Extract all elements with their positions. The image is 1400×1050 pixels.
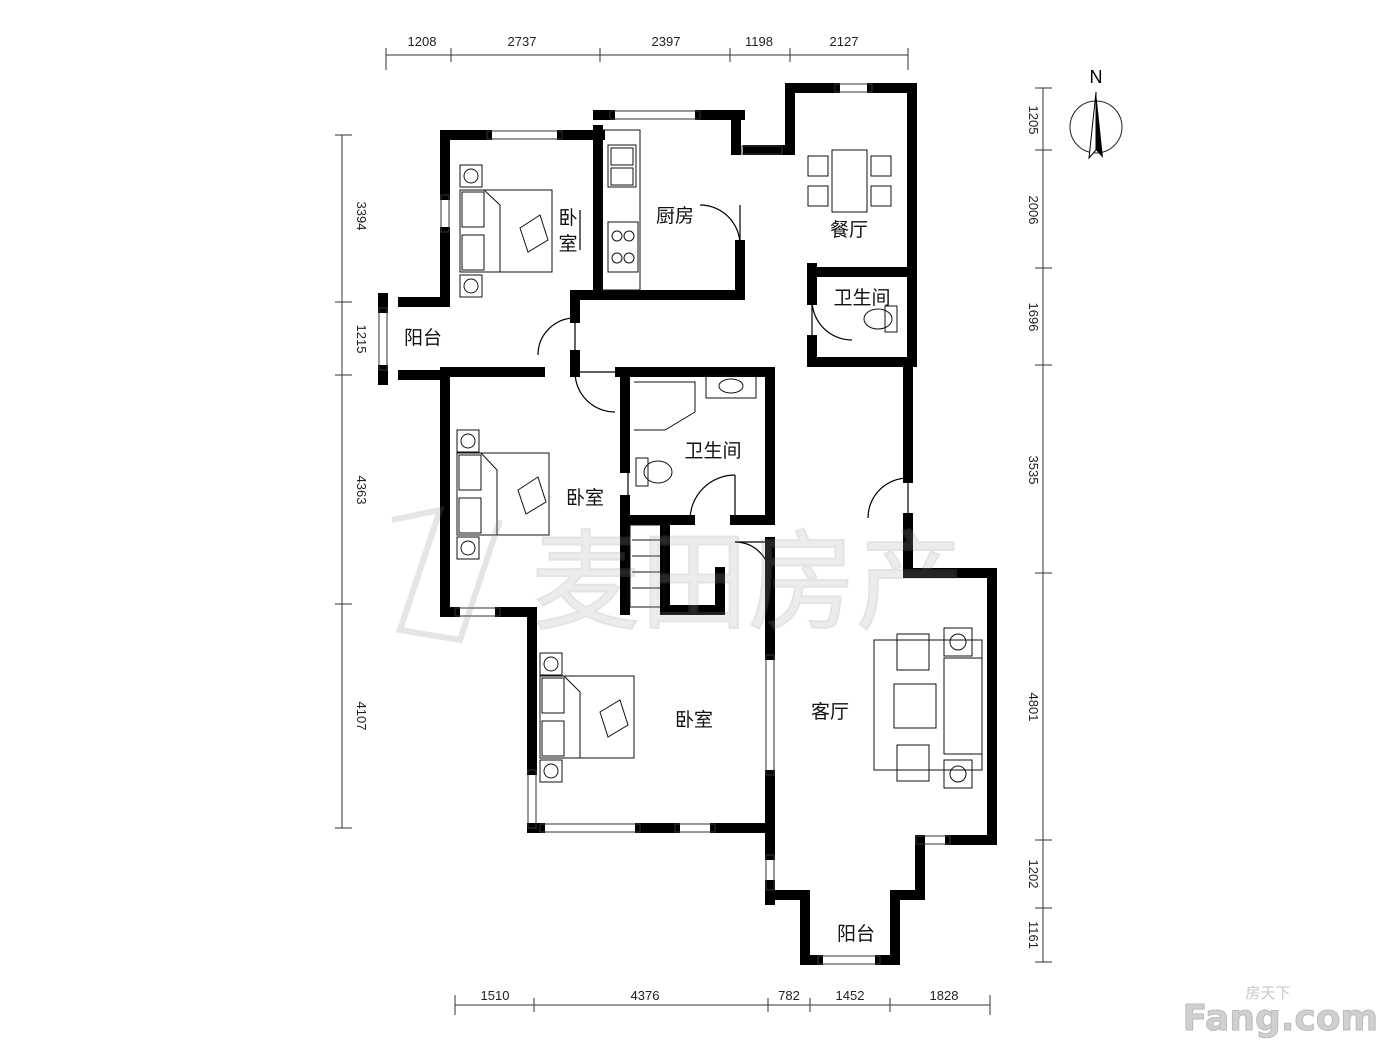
bath-main-fixtures bbox=[629, 375, 757, 608]
room-label-balcony-left: 阳台 bbox=[404, 327, 442, 349]
room-label-bedroom-top-2: 室 bbox=[558, 233, 577, 255]
watermark: 麦田房产 bbox=[391, 505, 965, 647]
watermark-text: 麦田房产 bbox=[532, 521, 964, 646]
dimension-labels-top: 1208 2737 2397 1198 2127 bbox=[408, 34, 859, 49]
doors bbox=[537, 204, 909, 576]
room-label-kitchen: 厨房 bbox=[656, 205, 694, 227]
dim-right-7: 1161 bbox=[1026, 921, 1041, 949]
dim-left-1: 3394 bbox=[354, 202, 369, 231]
toilet-small bbox=[863, 305, 898, 333]
dim-left-3: 4363 bbox=[354, 476, 369, 505]
walls bbox=[378, 83, 997, 965]
dim-bottom-4: 1452 bbox=[836, 988, 865, 1003]
dimension-lines bbox=[335, 48, 1052, 1015]
dining-table bbox=[807, 149, 892, 213]
bed-middle bbox=[456, 429, 550, 560]
room-label-bath-small: 卫生间 bbox=[833, 287, 890, 309]
fang-logo-cn: 房天下 bbox=[1245, 984, 1290, 1002]
room-labels: 卧 室 厨房 餐厅 卫生间 阳台 卫生间 卧室 卧室 客厅 阳台 bbox=[404, 205, 891, 945]
room-label-bedroom-mid: 卧室 bbox=[566, 487, 604, 509]
dim-right-2: 2006 bbox=[1026, 196, 1041, 225]
dim-top-5: 2127 bbox=[830, 34, 859, 49]
living-sofa-set bbox=[873, 627, 983, 789]
dim-left-4: 4107 bbox=[354, 702, 369, 731]
bed-top-left bbox=[459, 164, 553, 298]
dim-right-6: 1202 bbox=[1026, 860, 1041, 889]
dim-right-4: 3535 bbox=[1026, 456, 1041, 485]
room-label-balcony-bottom: 阳台 bbox=[837, 923, 875, 945]
dimension-labels-bottom: 1510 4376 782 1452 1828 bbox=[481, 988, 959, 1003]
dim-bottom-5: 1828 bbox=[930, 988, 959, 1003]
room-label-living: 客厅 bbox=[811, 701, 849, 723]
room-label-bedroom-top-1: 卧 bbox=[558, 207, 577, 229]
dim-left-2: 1215 bbox=[354, 325, 369, 354]
dim-top-4: 1198 bbox=[745, 34, 773, 49]
windows bbox=[378, 83, 951, 965]
dimension-labels-right: 1205 2006 1696 3535 4801 1202 1161 bbox=[1026, 106, 1041, 949]
compass-icon: N bbox=[1069, 67, 1123, 160]
room-label-dining: 餐厅 bbox=[830, 219, 868, 241]
room-label-bedroom-bottom: 卧室 bbox=[675, 709, 713, 731]
dimension-labels-left: 3394 1215 4363 4107 bbox=[354, 202, 369, 731]
dim-top-1: 1208 bbox=[408, 34, 437, 49]
dim-top-3: 2397 bbox=[652, 34, 681, 49]
dim-top-2: 2737 bbox=[508, 34, 537, 49]
dim-right-3: 1696 bbox=[1026, 303, 1041, 332]
fang-logo-brand: Fang.com bbox=[1183, 998, 1378, 1039]
dim-right-5: 4801 bbox=[1026, 693, 1041, 722]
fang-logo: 房天下 Fang.com bbox=[1182, 984, 1378, 1040]
bed-bottom bbox=[539, 652, 635, 783]
dim-bottom-2: 4376 bbox=[631, 988, 660, 1003]
dim-right-1: 1205 bbox=[1026, 106, 1041, 135]
dim-bottom-3: 782 bbox=[778, 988, 800, 1003]
dim-bottom-1: 1510 bbox=[481, 988, 510, 1003]
compass-north-label: N bbox=[1090, 67, 1103, 87]
kitchen-counter bbox=[601, 129, 641, 291]
room-label-bath-main: 卫生间 bbox=[684, 440, 741, 462]
